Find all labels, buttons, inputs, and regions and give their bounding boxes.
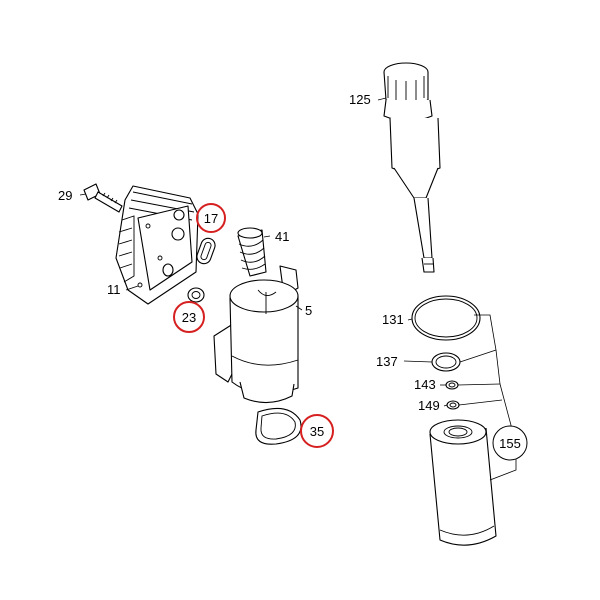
- label-137: 137: [376, 354, 398, 369]
- spring-part-41: [237, 227, 267, 277]
- seal-part-17: [196, 237, 216, 265]
- label-155: 155: [499, 436, 521, 451]
- label-5: 5: [305, 303, 312, 318]
- label-17: 17: [204, 211, 218, 226]
- label-131: 131: [382, 312, 404, 327]
- callout-circle-17: [196, 203, 226, 233]
- label-11: 11: [107, 282, 121, 297]
- label-35: 35: [310, 424, 324, 439]
- ring-part-143: [445, 380, 459, 390]
- gasket-part-35: [255, 407, 302, 445]
- callout-circle-155: [492, 425, 528, 461]
- label-125: 125: [349, 92, 371, 107]
- label-41: 41: [275, 229, 289, 244]
- label-149: 149: [418, 398, 440, 413]
- filter-element: [429, 419, 497, 546]
- callout-circle-35: [300, 414, 334, 448]
- oil-cooler-part-11: [115, 185, 199, 305]
- leader-lines: [79, 97, 448, 407]
- callout-circle-23: [173, 301, 205, 333]
- kit-bracket-155: [457, 314, 517, 481]
- filter-cap-part-125: [383, 62, 441, 273]
- ring-part-149: [446, 400, 460, 410]
- label-143: 143: [414, 377, 436, 392]
- label-23: 23: [182, 310, 196, 325]
- ring-part-131: [411, 295, 481, 341]
- filter-housing-part-5: [213, 265, 299, 404]
- label-29: 29: [58, 188, 72, 203]
- bolt-part-29: [83, 183, 123, 213]
- ring-part-137: [431, 352, 461, 372]
- o-ring-part-23: [187, 287, 205, 303]
